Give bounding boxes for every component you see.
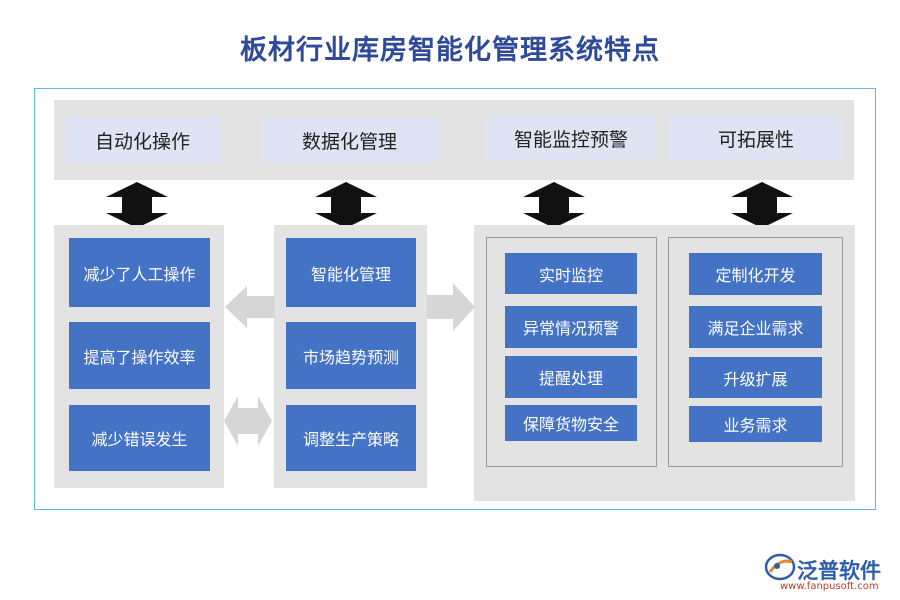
arrow-right-icon (427, 283, 475, 331)
arrow-left-icon (225, 286, 275, 328)
item-custom-development: 定制化开发 (689, 253, 822, 295)
logo-name: 泛普软件 (797, 559, 881, 583)
double-arrow-vertical-icon (315, 182, 377, 228)
item-reduce-errors: 减少错误发生 (69, 405, 210, 471)
subpanel-extensibility (668, 237, 843, 467)
item-reduce-manual-work: 减少了人工操作 (69, 238, 210, 307)
header-smart-monitoring: 智能监控预警 (486, 115, 656, 161)
header-data-management: 数据化管理 (262, 117, 437, 163)
item-adjust-strategy: 调整生产策略 (286, 405, 416, 471)
fanpu-logo-icon (764, 553, 796, 581)
item-upgrade-expansion: 升级扩展 (689, 357, 822, 398)
logo-url: www.fanpusoft.com (780, 581, 879, 592)
subpanel-smart-monitoring (486, 237, 657, 467)
item-smart-management: 智能化管理 (286, 238, 416, 307)
double-arrow-vertical-icon (731, 182, 793, 228)
double-arrow-horizontal-icon (224, 396, 272, 446)
item-improve-efficiency: 提高了操作效率 (69, 322, 210, 389)
item-market-forecast: 市场趋势预测 (286, 322, 416, 389)
item-business-needs: 业务需求 (689, 406, 822, 442)
header-extensibility: 可拓展性 (670, 115, 842, 161)
double-arrow-vertical-icon (106, 182, 168, 228)
item-anomaly-alert: 异常情况预警 (505, 306, 637, 348)
double-arrow-vertical-icon (523, 182, 585, 228)
header-automation: 自动化操作 (65, 117, 220, 163)
diagram-title: 板材行业库房智能化管理系统特点 (240, 35, 660, 66)
item-realtime-monitoring: 实时监控 (505, 253, 637, 294)
diagram-frame (34, 88, 876, 510)
item-reminder-handling: 提醒处理 (505, 356, 637, 398)
item-cargo-safety: 保障货物安全 (505, 405, 637, 441)
item-meet-enterprise-needs: 满足企业需求 (689, 306, 822, 348)
